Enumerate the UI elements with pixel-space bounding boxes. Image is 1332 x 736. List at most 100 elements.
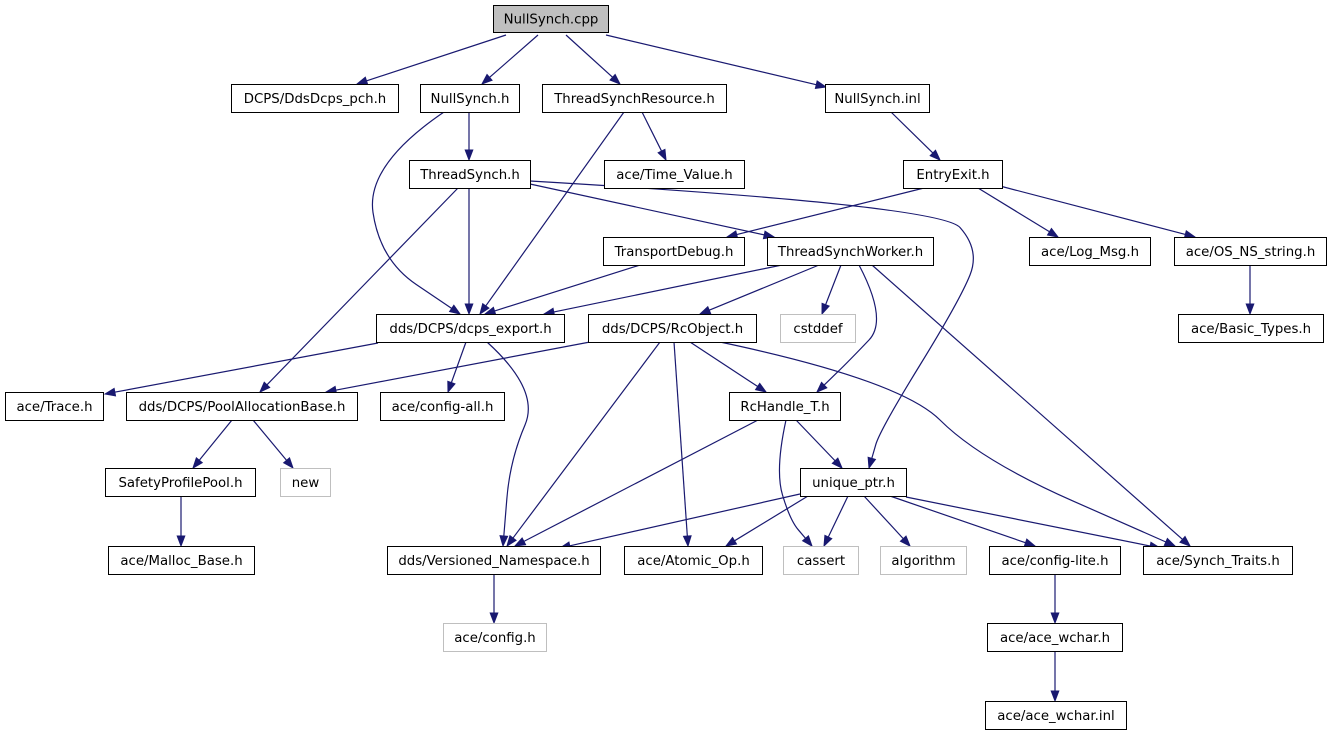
node-n16[interactable]: ace/Trace.h (5, 392, 104, 421)
edge-line (977, 187, 1051, 233)
edge-n13-n24 (506, 341, 661, 548)
node-n4[interactable]: NullSynch.inl (825, 84, 930, 113)
arrowhead-icon (192, 456, 204, 470)
node-n20[interactable]: SafetyProfilePool.h (105, 468, 256, 497)
node-n15[interactable]: ace/Basic_Types.h (1178, 314, 1324, 343)
edge-line (252, 419, 288, 462)
edge-line (824, 264, 842, 306)
node-n28[interactable]: ace/config-lite.h (989, 546, 1121, 575)
node-n17[interactable]: dds/DCPS/PoolAllocationBase.h (126, 392, 358, 421)
node-box (105, 468, 256, 497)
edge-line (871, 264, 1184, 541)
node-box (380, 392, 505, 421)
node-n21: new (280, 468, 331, 497)
node-n26: cassert (783, 546, 859, 575)
arrowhead-icon (609, 73, 622, 85)
node-box (5, 392, 104, 421)
arrowhead-icon (355, 76, 369, 86)
node-n5[interactable]: ThreadSynch.h (409, 160, 531, 189)
arrowhead-icon (823, 534, 833, 548)
edge-n8-n12 (483, 264, 641, 316)
node-box (987, 623, 1123, 652)
node-box (604, 160, 745, 189)
edge-n22-n29 (905, 496, 1162, 551)
edge-n9-n14 (821, 264, 842, 316)
node-box (1174, 237, 1327, 266)
node-box (409, 160, 531, 189)
node-box (387, 546, 601, 575)
node-n13[interactable]: dds/DCPS/RcObject.h (588, 314, 757, 343)
arrowhead-icon (1050, 690, 1060, 703)
edge-line (708, 264, 820, 312)
edge-line (673, 341, 688, 538)
edge-line (486, 341, 529, 538)
node-box (767, 237, 934, 266)
node-n32[interactable]: ace/ace_wchar.inl (985, 701, 1127, 730)
node-n23[interactable]: ace/Malloc_Base.h (108, 546, 255, 575)
arrowhead-icon (1163, 537, 1177, 547)
edge-n19-n24 (513, 419, 759, 547)
arrowhead-icon (499, 535, 509, 548)
node-label: ThreadSynchResource.h (553, 92, 715, 107)
node-box (825, 84, 930, 113)
node-n3[interactable]: ThreadSynchResource.h (542, 84, 727, 113)
node-label: dds/DCPS/RcObject.h (602, 322, 743, 337)
node-box (1143, 546, 1293, 575)
edge-line (565, 34, 614, 79)
node-n0[interactable]: NullSynch.cpp (493, 5, 609, 33)
node-n1[interactable]: DCPS/DdsDcps_pch.h (231, 84, 399, 113)
edge-line (113, 342, 379, 393)
arrowhead-icon (479, 302, 490, 316)
edge-n12-n24 (486, 341, 529, 548)
node-label: RcHandle_T.h (740, 400, 829, 415)
edge-n2-n12 (371, 111, 462, 315)
edge-n0-n3 (565, 34, 622, 85)
node-n25[interactable]: ace/Atomic_Op.h (624, 546, 763, 575)
node-box (376, 314, 565, 343)
node-n29[interactable]: ace/Synch_Traits.h (1143, 546, 1293, 575)
edge-line (493, 264, 641, 312)
arrowhead-icon (464, 303, 474, 316)
node-label: ace/Synch_Traits.h (1156, 554, 1280, 569)
node-n12[interactable]: dds/DCPS/dcps_export.h (376, 314, 565, 343)
node-n18[interactable]: ace/config-all.h (380, 392, 505, 421)
edge-n13-n19 (689, 341, 768, 393)
edge-line (529, 180, 974, 460)
arrowhead-icon (480, 73, 493, 85)
node-n8[interactable]: TransportDebug.h (603, 237, 745, 266)
node-label: cassert (797, 554, 845, 569)
node-n9[interactable]: ThreadSynchWorker.h (767, 237, 934, 266)
edge-n3-n6 (641, 111, 667, 162)
edge-line (889, 495, 1027, 544)
node-n6[interactable]: ace/Time_Value.h (604, 160, 745, 189)
arrowhead-icon (506, 534, 517, 548)
node-box (542, 84, 727, 113)
node-label: TransportDebug.h (614, 245, 734, 260)
arrowhead-icon (282, 457, 294, 470)
edge-n9-n29 (871, 264, 1192, 547)
node-box (783, 546, 859, 575)
node-box (231, 84, 399, 113)
node-n7[interactable]: EntryExit.h (903, 160, 1003, 189)
node-n24[interactable]: dds/Versioned_Namespace.h (387, 546, 601, 575)
node-box (280, 468, 331, 497)
node-n22[interactable]: unique_ptr.h (800, 468, 907, 497)
node-n31[interactable]: ace/ace_wchar.h (987, 623, 1123, 652)
edge-n7-n11 (999, 185, 1197, 239)
node-n19[interactable]: RcHandle_T.h (729, 392, 841, 421)
edge-n9-n12 (542, 264, 783, 317)
node-box (729, 392, 841, 421)
edge-line (641, 111, 663, 153)
edge-n17-n20 (192, 419, 233, 470)
node-n2[interactable]: NullSynch.h (420, 84, 520, 113)
edge-line (905, 496, 1152, 547)
node-box (903, 160, 1003, 189)
edge-line (863, 495, 905, 540)
edge-n5-n17 (259, 187, 459, 394)
edge-line (735, 187, 925, 236)
edge-line (511, 341, 661, 540)
node-n10[interactable]: ace/Log_Msg.h (1029, 237, 1151, 266)
edge-line (999, 185, 1187, 236)
node-n11[interactable]: ace/OS_NS_string.h (1174, 237, 1327, 266)
